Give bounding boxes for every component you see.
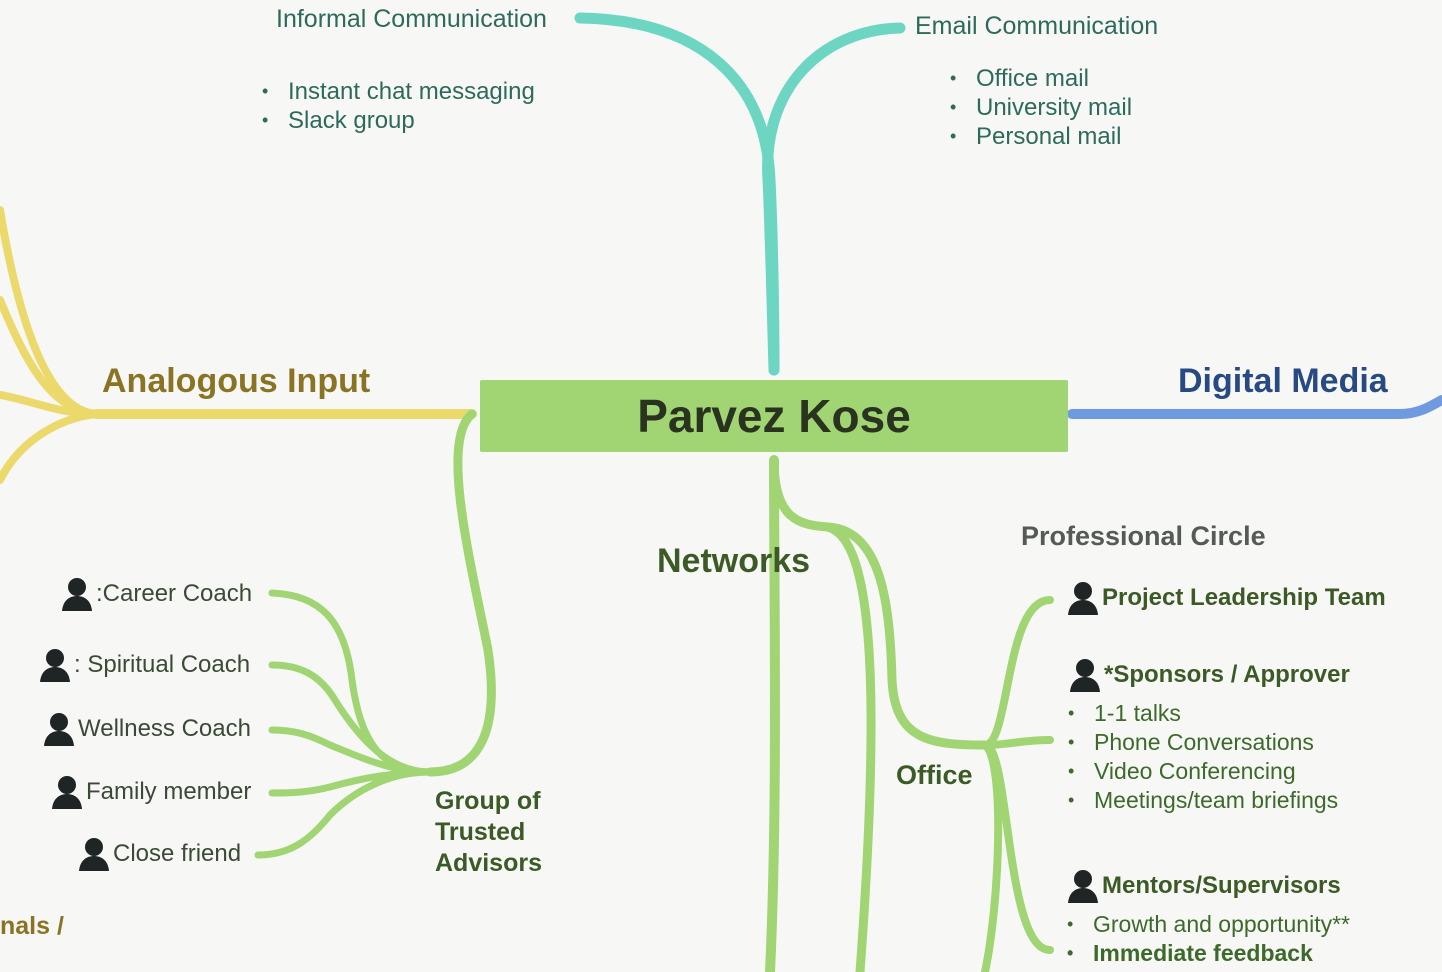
list-item: University mail <box>950 93 1132 122</box>
advisor-spiritual-coach[interactable]: : Spiritual Coach <box>38 647 250 683</box>
office-title[interactable]: Office <box>896 760 973 790</box>
person-icon <box>79 838 109 871</box>
list-item: 1-1 talks <box>1068 699 1338 728</box>
person-icon <box>62 578 92 611</box>
trusted-advisors-line: Trusted <box>435 818 526 846</box>
central-topic[interactable]: Parvez Kose <box>480 380 1068 452</box>
trusted-advisors-line: Advisors <box>435 849 542 877</box>
person-icon <box>40 649 70 682</box>
project-leadership-label: Project Leadership Team <box>1102 584 1386 611</box>
advisor-wellness-coach[interactable]: Wellness Coach <box>42 711 251 747</box>
professional-circle-title[interactable]: Professional Circle <box>1021 521 1266 551</box>
branch-digital-media <box>1067 395 1442 419</box>
informal-communication-list: Instant chat messaging Slack group <box>262 77 535 135</box>
person-icon <box>44 713 74 746</box>
branch-office <box>823 522 990 750</box>
list-item: Instant chat messaging <box>262 77 535 106</box>
advisor-label: Wellness Coach <box>78 715 251 742</box>
mentors-label: Mentors/Supervisors <box>1102 872 1341 899</box>
advisor-label: :Career Coach <box>96 580 253 607</box>
email-communication-title[interactable]: Email Communication <box>915 12 1159 40</box>
mentors-list: Growth and opportunity** Immediate feedb… <box>1067 910 1350 968</box>
list-item: Phone Conversations <box>1068 728 1338 757</box>
list-item: Personal mail <box>950 122 1132 151</box>
project-leadership-node[interactable]: Project Leadership Team <box>1066 580 1386 616</box>
branch-email <box>762 22 906 376</box>
list-item: Growth and opportunity** <box>1067 910 1350 939</box>
list-item: Slack group <box>262 106 535 135</box>
email-communication-list: Office mail University mail Personal mai… <box>950 64 1132 151</box>
branch-networks <box>765 455 780 972</box>
advisor-close-friend[interactable]: Close friend <box>77 836 241 872</box>
list-item: Office mail <box>950 64 1132 93</box>
networks-title[interactable]: Networks <box>657 542 811 580</box>
list-item: Video Conferencing <box>1068 757 1338 786</box>
list-item: Meetings/team briefings <box>1068 786 1338 815</box>
advisor-family-member[interactable]: Family member <box>50 774 251 810</box>
partial-left-label[interactable]: nals / <box>0 912 64 940</box>
trusted-advisors-line: Group of <box>435 787 541 815</box>
advisor-label: Close friend <box>113 840 242 867</box>
advisor-label: Family member <box>86 778 252 805</box>
person-icon <box>1070 659 1100 692</box>
analogous-input-title[interactable]: Analogous Input <box>102 362 371 400</box>
digital-media-title[interactable]: Digital Media <box>1178 362 1388 400</box>
sponsors-node[interactable]: *Sponsors / Approver <box>1068 657 1350 693</box>
person-icon <box>1068 582 1098 615</box>
branch-trusted-advisors <box>425 409 496 777</box>
sponsors-list: 1-1 talks Phone Conversations Video Conf… <box>1068 699 1338 815</box>
sponsors-label: *Sponsors / Approver <box>1104 661 1350 688</box>
advisor-label: : Spiritual Coach <box>74 651 251 678</box>
advisor-career-coach[interactable]: :Career Coach <box>60 576 252 612</box>
person-icon <box>1068 870 1098 903</box>
person-icon <box>52 776 82 809</box>
trusted-advisors-title[interactable]: Group of Trusted Advisors <box>435 786 542 879</box>
mentors-node[interactable]: Mentors/Supervisors <box>1066 868 1341 904</box>
list-item: Immediate feedback <box>1067 939 1350 968</box>
informal-communication-title[interactable]: Informal Communication <box>276 5 547 33</box>
branch-informal <box>574 12 780 376</box>
